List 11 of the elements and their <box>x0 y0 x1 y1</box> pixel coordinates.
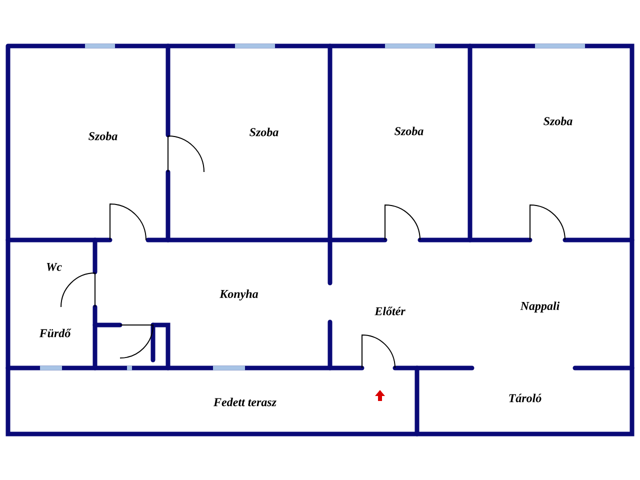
room-label: Szoba <box>544 116 572 126</box>
room-label: Szoba <box>88 132 118 140</box>
room-label: Szoba <box>394 126 424 136</box>
room-label: Fedett terasz <box>214 398 276 406</box>
room-label: Nappali <box>520 302 560 312</box>
room-label: Wc <box>46 262 62 272</box>
room-label: Fürdő <box>39 328 72 338</box>
room-label: Szoba <box>250 128 278 136</box>
room-label: Konyha <box>220 290 258 300</box>
room-label: Tároló <box>509 394 542 402</box>
room-label: Előtér <box>374 306 406 316</box>
